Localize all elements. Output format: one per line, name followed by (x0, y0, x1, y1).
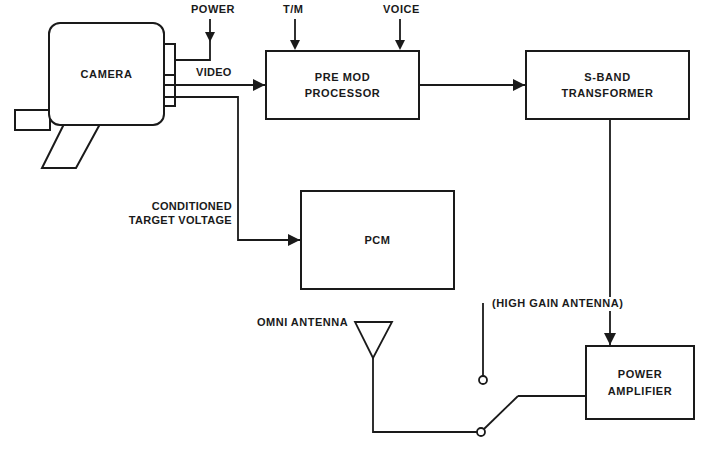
box-label: CAMERA (81, 66, 133, 83)
connector-label: CONDITIONED TARGET VOLTAGE (120, 200, 232, 228)
process-box: PCM (300, 190, 455, 290)
signal-connector (609, 120, 611, 345)
signal-name: POWER (190, 3, 236, 17)
antenna-symbol (355, 322, 392, 358)
arrowhead (395, 40, 405, 50)
signal-name: VOICE (382, 3, 421, 17)
camera-handle (42, 124, 100, 168)
power-wire (175, 19, 210, 60)
process-box: PRE MOD PROCESSOR (265, 50, 420, 120)
box-label: S-BAND TRANSFORMER (558, 69, 658, 102)
amplifier-output-wire (518, 395, 585, 397)
high-gain-wire (482, 303, 484, 376)
connector-label: VIDEO (196, 66, 232, 80)
box-label: POWER AMPLIFIER (595, 366, 685, 399)
arrowhead (290, 40, 300, 50)
process-box: POWER AMPLIFIER (585, 345, 695, 420)
antenna-wire (373, 358, 477, 432)
switch-contact (479, 376, 487, 384)
camera-body: CAMERA (48, 22, 165, 126)
camera-lens (15, 110, 50, 130)
switch-pivot (477, 428, 485, 436)
box-label: PRE MOD PROCESSOR (303, 69, 383, 102)
antenna-label: (HIGH GAIN ANTENNA) (491, 297, 624, 311)
switch-blade (484, 396, 518, 429)
arrowhead (205, 32, 215, 42)
antenna-label: OMNI ANTENNA (256, 316, 349, 330)
signal-name: T/M (282, 3, 304, 17)
connector-split (164, 74, 175, 76)
process-box: S-BAND TRANSFORMER (525, 50, 690, 120)
signal-connector (420, 84, 525, 86)
box-label: PCM (364, 232, 390, 249)
signal-connector (165, 84, 265, 86)
